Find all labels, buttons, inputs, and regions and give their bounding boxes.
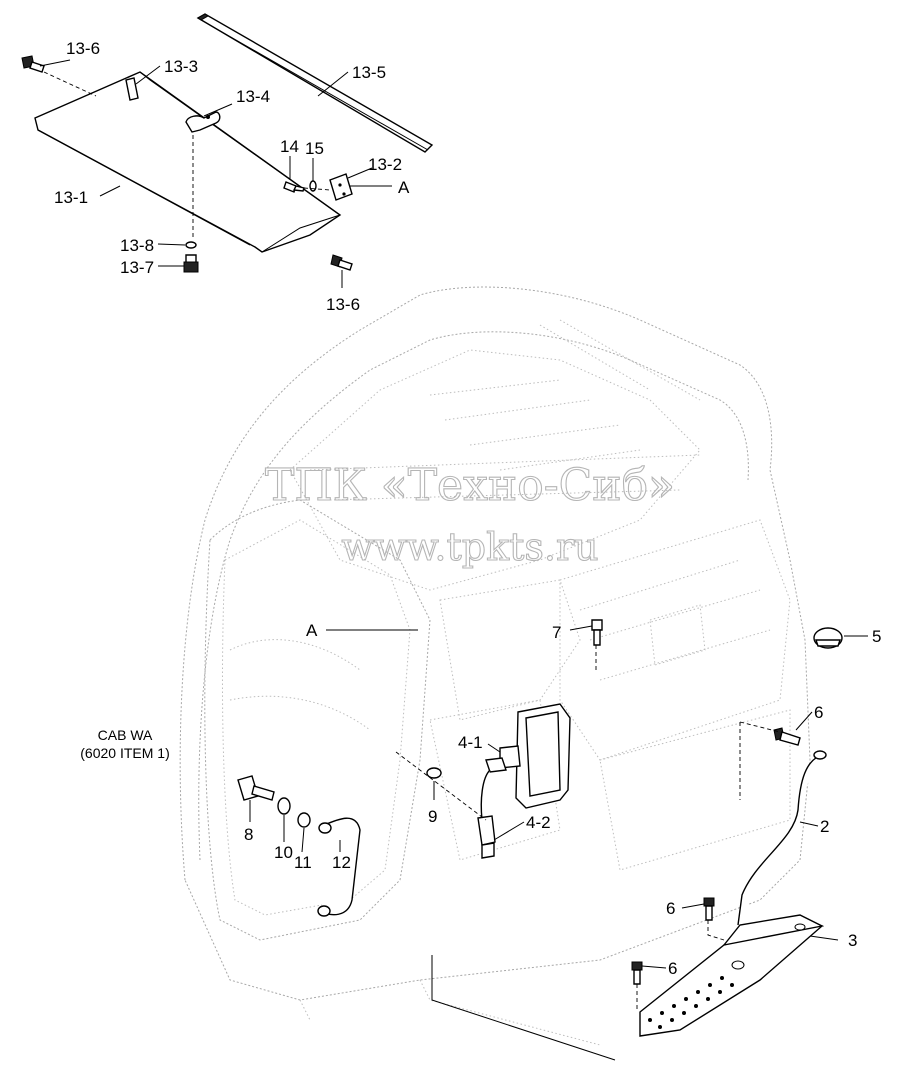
step-plate-holes [648,923,806,1029]
handle-12 [317,817,361,917]
callout-13-1: 13-1 [54,188,88,207]
bracket-13-4 [185,111,221,133]
centerline-13-6 [43,71,97,97]
callout-5: 5 [872,627,881,646]
leader-lines [39,59,868,969]
bolt-6-a [773,727,801,746]
washer-9 [426,767,442,779]
callout-4-2: 4-2 [526,813,551,832]
callout-13-3: 13-3 [164,57,198,76]
bracket-13-3 [125,77,139,101]
callout-6-b: 6 [666,899,675,918]
callout-12: 12 [332,853,351,872]
bolt-7 [591,619,603,646]
step-plate-3 [639,914,825,1037]
callout-6-c: 6 [668,959,677,978]
watermark-line2: www.tpkts.ru [341,525,598,569]
callout-10: 10 [274,843,293,862]
mirror-4-1 [485,703,571,809]
bolt-6-c [631,961,643,985]
callout-6-a: 6 [814,703,823,722]
callout-13-4: 13-4 [236,87,270,106]
washer-11 [297,812,311,828]
cover-assembly-13-1 [34,71,342,253]
dashed-centerlines [395,645,781,1061]
callout-13-2: 13-2 [368,155,402,174]
cab-label-line1: CAB WA [98,727,153,743]
callout-3: 3 [848,931,857,950]
callout-15: 15 [305,139,324,158]
callout-13-5: 13-5 [352,63,386,82]
callout-7: 7 [552,623,561,642]
callout-A-top: A [398,178,410,197]
bolt-14 [283,181,305,193]
washer-10 [277,797,291,815]
watermark-line1: ТПК «Техно-Сиб» [265,460,675,511]
callout-4-1: 4-1 [458,733,483,752]
bolt-13-7 [183,254,199,273]
callout-13-7: 13-7 [120,258,154,277]
callout-11: 11 [294,853,312,872]
bolt-13-6-top [21,55,45,73]
callout-13-6-top: 13-6 [66,39,100,58]
washer-13-8 [185,241,197,249]
handrail-2 [737,750,827,926]
callout-2: 2 [820,817,829,836]
callout-14: 14 [280,137,299,156]
centerline-14 [303,187,331,191]
mirror-stay-4-2 [477,769,496,859]
callout-13-8: 13-8 [120,236,154,255]
bolt-8 [237,775,275,801]
cab-frame-outline [179,286,811,1046]
washer-15 [309,180,317,192]
cab-reference-label: CAB WA (6020 ITEM 1) [80,727,169,761]
callout-8: 8 [244,825,253,844]
cap-5 [813,627,843,649]
cab-label-line2: (6020 ITEM 1) [80,745,169,761]
callout-9: 9 [428,807,437,826]
plate-13-2 [329,173,353,201]
bolt-6-b [703,897,715,921]
callout-A-mid: A [306,621,318,640]
bolt-13-6-bottom [330,254,353,271]
callout-13-6-bottom: 13-6 [326,295,360,314]
seal-strip-13-5 [196,13,434,153]
callout-labels: 13-6 13-3 13-5 13-4 14 15 13-2 A 13-1 13… [54,39,881,978]
